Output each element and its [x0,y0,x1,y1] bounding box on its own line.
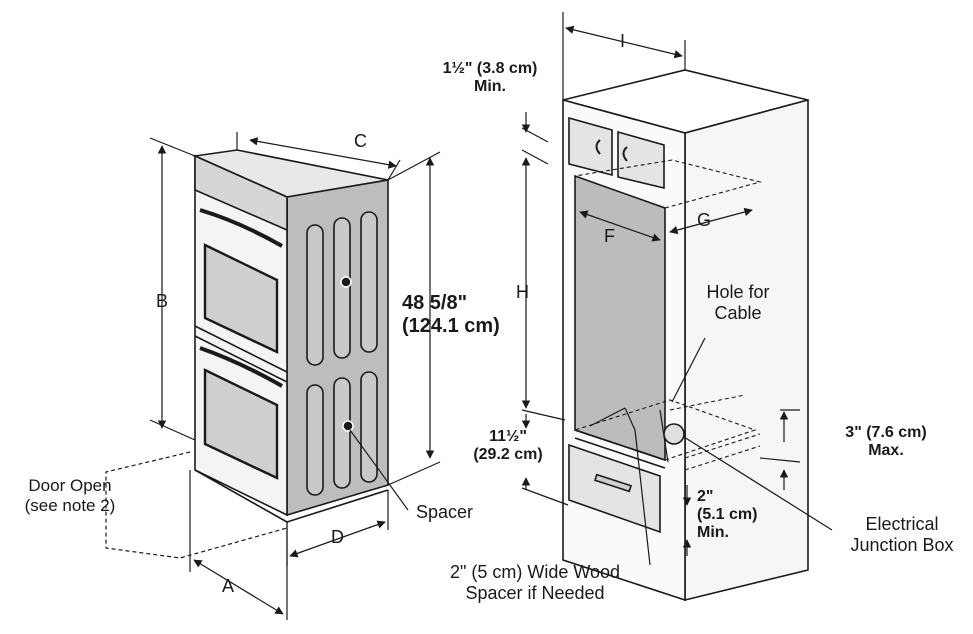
door-open-line1: Door Open [28,476,112,495]
wood-spacer-line1: 2" (5 cm) Wide Wood [449,562,621,582]
spacer-leader [349,429,409,511]
junction-box-line1: Electrical [865,514,939,534]
spacer-label: Spacer [416,502,474,522]
bottom-gap-label: 11½" (29.2 cm) [458,428,558,464]
max-clearance-max: Max. [868,442,904,459]
dim-b-label: B [156,291,169,311]
oven-dimension-lines [149,132,441,620]
min-spacing-metric: (5.1 cm) [697,506,758,523]
door-open-label: Door Open (see note 2) [0,476,140,516]
cabinet-interior-dashes [574,159,763,471]
dim-f-label: F [604,226,615,246]
wood-spacer-label: 2" (5 cm) Wide Wood Spacer if Needed [420,562,650,604]
cable-hole-label: Hole for Cable [688,282,788,324]
max-clearance-value: 3" (7.6 cm) [845,424,927,441]
top-clearance-min: Min. [474,78,506,95]
oven-height-metric: (124.1 cm) [402,315,500,337]
dim-h-label: H [516,282,529,302]
oven-height-imperial: 48 5/8" [402,292,468,314]
double-wall-oven [192,149,389,523]
wood-spacer-line2: Spacer if Needed [465,583,605,603]
top-clearance-value: 1½" (3.8 cm) [442,60,538,77]
dim-i-label: I [620,31,626,51]
cabinet-dimension-lines [521,12,833,566]
oven-height-label: 48 5/8" (124.1 cm) [402,292,500,338]
cable-hole-line2: Cable [714,303,762,323]
spacer-dot-upper [340,276,352,288]
max-clearance-label: 3" (7.6 cm) Max. [826,424,946,460]
dim-a-label: A [222,576,235,596]
bottom-gap-metric: (29.2 cm) [473,446,543,463]
junction-box-line2: Junction Box [850,535,954,555]
dim-c-label: C [354,131,367,151]
dim-g-label: G [697,210,712,230]
min-spacing-min: Min. [697,524,729,541]
door-open-outline [105,451,288,559]
bottom-gap-imperial: 11½" [489,428,527,445]
spacer-dot-lower [342,420,354,432]
dim-d-label: D [331,527,344,547]
min-spacing-label: 2" (5.1 cm) Min. [697,488,757,542]
wall-cabinet [562,69,809,602]
door-open-line2: (see note 2) [24,496,116,515]
cable-hole-line1: Hole for [706,282,770,302]
junction-box-shape [663,423,685,445]
top-clearance-label: 1½" (3.8 cm) Min. [420,60,560,96]
min-spacing-imperial: 2" [697,488,714,505]
junction-box-label: Electrical Junction Box [832,514,972,556]
